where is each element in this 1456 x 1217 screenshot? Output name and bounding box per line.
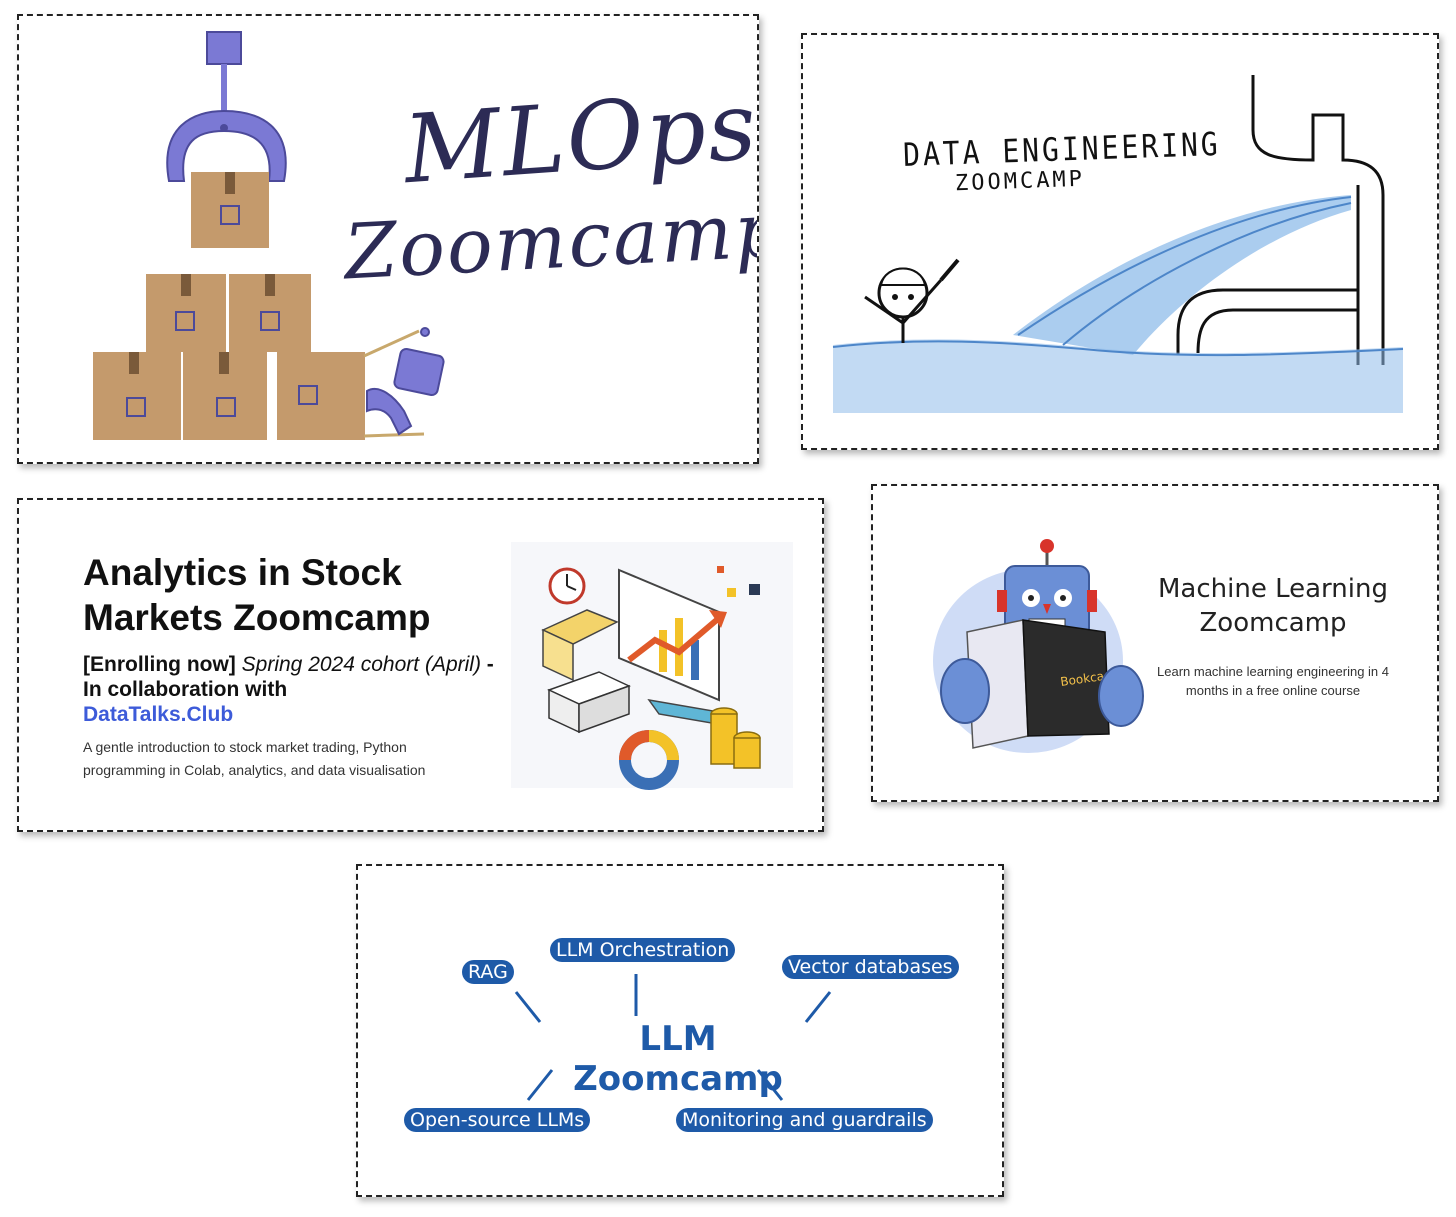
- ml-robot-illustration: Bookca: [933, 539, 1144, 753]
- stock-subtitle: [Enrolling now] Spring 2024 cohort (Apri…: [83, 652, 503, 727]
- machine-learning-zoomcamp-card[interactable]: Bookca Machine Learning Zoomcamp Learn m…: [871, 484, 1439, 802]
- mlops-zoomcamp-card[interactable]: MLOps Zoomcamp: [17, 14, 759, 464]
- data-engineering-illustration: [832, 75, 1404, 413]
- cohort-label: Spring 2024 cohort (April): [241, 653, 481, 676]
- ml-subtitle: Learn machine learning engineering in 4 …: [1157, 664, 1389, 698]
- llm-title: LLM Zoomcamp: [573, 1019, 783, 1099]
- stock-illustration: [511, 542, 793, 790]
- topic-llm-orchestration: LLM Orchestration: [550, 938, 736, 962]
- topic-vector-databases: Vector databases: [782, 955, 959, 979]
- data-engineering-title-line2: ZOOMCAMP: [954, 166, 1086, 197]
- stock-description: A gentle introduction to stock market tr…: [83, 739, 426, 778]
- topic-monitoring-guardrails: Monitoring and guardrails: [676, 1108, 933, 1132]
- llm-zoomcamp-card[interactable]: LLM Zoomcamp RAG LLM Orchestration Vecto…: [356, 864, 1004, 1197]
- enroll-label: [Enrolling now]: [83, 653, 236, 676]
- mlops-illustration: [93, 31, 445, 440]
- datatalks-club-link[interactable]: DataTalks.Club: [83, 703, 234, 726]
- data-engineering-zoomcamp-card[interactable]: DATA ENGINEERING ZOOMCAMP: [801, 33, 1439, 450]
- llm-connector-lines: [514, 974, 832, 1101]
- stock-title: Analytics in Stock Markets Zoomcamp: [83, 552, 431, 638]
- book-cover-label: Bookca: [1059, 669, 1104, 689]
- topic-rag: RAG: [462, 960, 514, 984]
- stock-markets-zoomcamp-card[interactable]: Analytics in Stock Markets Zoomcamp [Enr…: [17, 498, 824, 832]
- topic-open-source-llms: Open-source LLMs: [404, 1108, 591, 1132]
- ml-title: Machine Learning Zoomcamp: [1158, 574, 1388, 638]
- collab-label: - In collaboration with: [83, 653, 494, 701]
